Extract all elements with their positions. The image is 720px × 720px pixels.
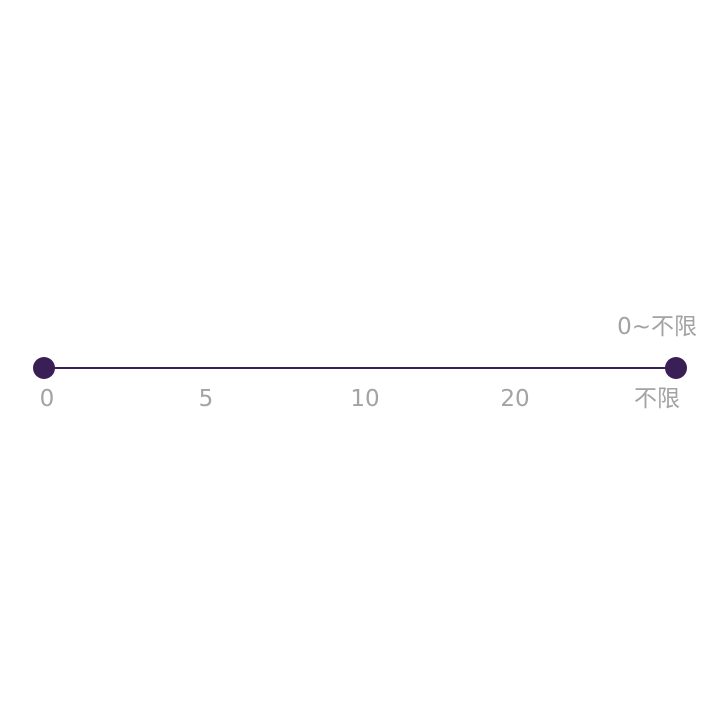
tick-label-10[interactable]: 10 xyxy=(350,386,380,412)
tick-label-unlimited[interactable]: 不限 xyxy=(634,386,680,412)
slider-max-handle[interactable] xyxy=(665,357,687,379)
slider-track[interactable] xyxy=(44,367,676,369)
range-value-readout: 0~不限 xyxy=(617,314,697,340)
slider-min-handle[interactable] xyxy=(33,357,55,379)
tick-label-0[interactable]: 0 xyxy=(39,386,55,412)
tick-label-20[interactable]: 20 xyxy=(500,386,530,412)
tick-label-5[interactable]: 5 xyxy=(198,386,214,412)
